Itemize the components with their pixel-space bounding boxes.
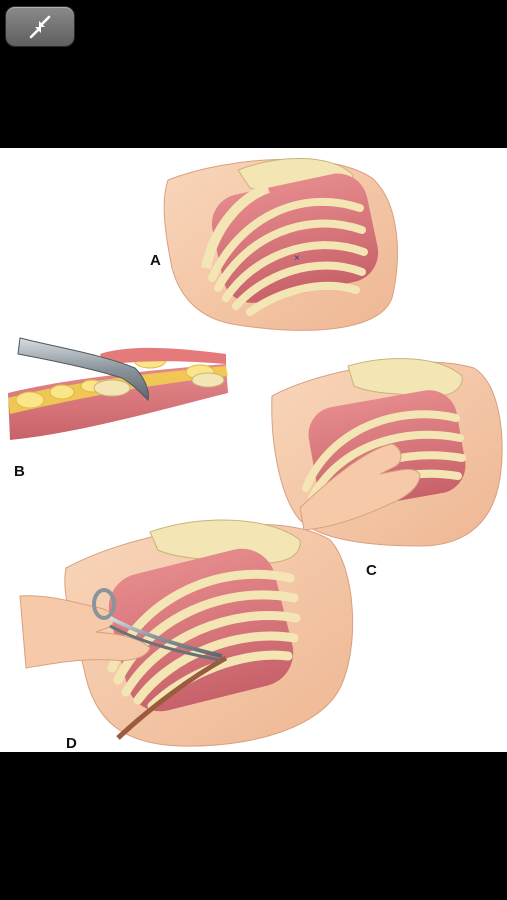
chest-tube-insertion-figure: × A B	[8, 158, 503, 752]
bottom-bar	[0, 752, 507, 900]
panel-b-illustration	[8, 337, 228, 440]
collapse-button[interactable]	[6, 7, 74, 46]
panel-label-b: B	[14, 463, 25, 480]
panel-label-c: C	[366, 562, 377, 579]
svg-text:×: ×	[294, 253, 300, 264]
panel-label-d: D	[66, 735, 77, 752]
panel-c-illustration	[271, 358, 503, 547]
top-toolbar	[0, 0, 507, 148]
panel-label-a: A	[150, 252, 161, 269]
medical-illustration: × A B	[0, 148, 507, 752]
panel-d-illustration	[19, 519, 354, 747]
collapse-arrows-icon	[29, 15, 51, 38]
panel-a-illustration: ×	[163, 158, 398, 331]
